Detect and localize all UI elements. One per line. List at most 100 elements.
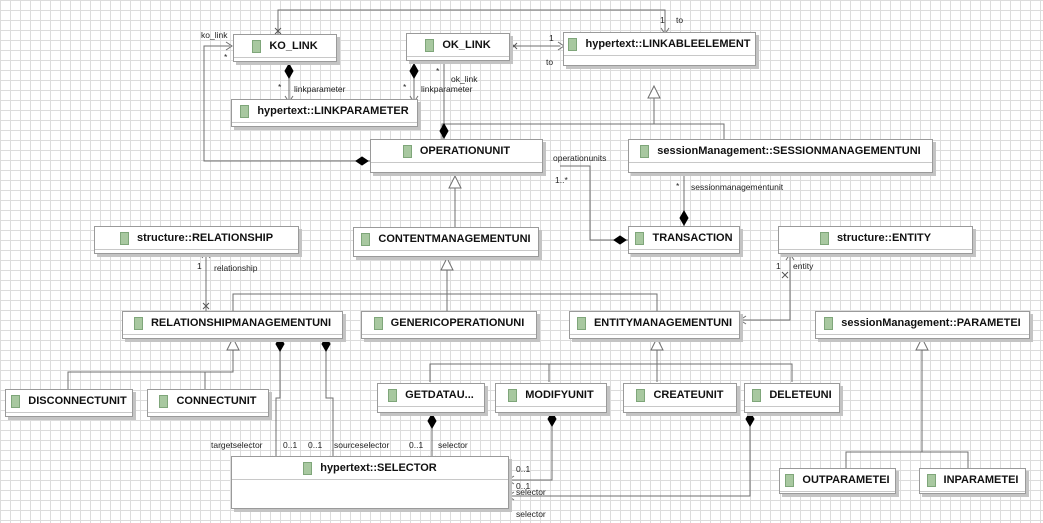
class-icon [752,388,762,402]
label-sourceselector-mult: 0..1 [308,440,323,450]
class-icon [635,231,645,245]
class-icon [303,461,313,475]
class-name: hypertext::LINKABLEELEMENT [585,38,751,50]
class-operationunit[interactable]: OPERATIONUNIT [370,139,543,173]
class-selector[interactable]: hypertext::SELECTOR [231,456,509,509]
ko-link-to-linkable-association [277,9,666,35]
class-icon [568,37,578,51]
delete-selector-composition [510,422,751,497]
composition-diamond-delete [745,410,755,428]
targetselector-composition [275,350,281,460]
composition-diamond-ko-link [284,62,294,80]
x-mark-entitymgmt-b [781,271,789,279]
class-icon [252,39,262,53]
class-ok-link[interactable]: OK_LINK [406,33,510,61]
class-createunit[interactable]: CREATEUNIT [623,383,737,413]
class-name: DISCONNECTUNIT [28,395,127,407]
class-parameter[interactable]: sessionManagement::PARAMETEI [815,311,1030,339]
class-outparameter[interactable]: OUTPARAMETEI [779,468,896,494]
generalization-arrow-relmgmt [226,336,240,351]
class-relationship[interactable]: structure::RELATIONSHIP [94,226,299,254]
class-inparameter[interactable]: INPARAMETEI [919,468,1026,494]
class-name: structure::ENTITY [836,232,932,244]
label-selector-delete-role: selector [516,509,546,519]
label-ok-link-role: ok_link [451,74,478,84]
class-icon [388,388,398,402]
class-linkableelement[interactable]: hypertext::LINKABLEELEMENT [563,32,756,66]
class-contentmanagementunit[interactable]: CONTENTMANAGEMENTUNI [353,227,539,257]
label-to-mult-top: 1 [660,15,665,25]
class-ko-link[interactable]: KO_LINK [233,34,337,62]
label-selector-modify-mult: 0..1 [516,464,531,474]
class-genericoperationunit[interactable]: GENERICOPERATIONUNI [361,311,537,339]
label-ko-link-role: ko_link [201,30,228,40]
generalization-entitymgmt-delete [657,363,793,382]
generalization-arrow-linkable [647,84,661,99]
class-icon [373,316,383,330]
class-name: RELATIONSHIPMANAGEMENTUNI [150,317,332,329]
class-icon [425,38,435,52]
class-icon [361,232,371,246]
class-deleteunit[interactable]: DELETEUNI [744,383,840,413]
class-icon [636,388,646,402]
class-disconnectunit[interactable]: DISCONNECTUNIT [5,389,133,417]
class-name: CONTENTMANAGEMENTUNI [378,233,531,245]
generalization-content-entitymgmt [447,293,658,312]
composition-diamond-getdata [427,412,437,430]
label-entity-role: entity [793,261,814,271]
composition-diamond-operationunit [439,122,449,140]
x-mark-ok-link-b [510,42,518,50]
class-name: CREATEUNIT [653,389,724,401]
class-icon [576,316,586,330]
class-relationshipmanagementunit[interactable]: RELATIONSHIPMANAGEMENTUNI [122,311,343,339]
label-selector-getdata-role: selector [438,440,468,450]
label-to-mult-mid: 1 [549,33,554,43]
sourceselector-composition [325,350,334,460]
class-name: hypertext::SELECTOR [320,462,437,474]
x-mark-ko-link-b [274,27,282,35]
composition-diamond-ok-link-param [409,62,419,80]
modify-selector-composition [510,422,553,481]
composition-diamond-transaction [613,235,627,245]
class-icon [785,473,795,487]
class-entity[interactable]: structure::ENTITY [778,226,973,254]
class-icon [11,394,21,408]
label-targetselector-mult: 0..1 [283,440,298,450]
nav-arrow-entity [785,253,795,261]
class-icon [819,231,829,245]
nav-arrow-entity-left [739,315,747,325]
operationunits-transaction-composition [560,165,628,241]
label-operationunits-mult: 1..* [555,175,568,185]
class-transaction[interactable]: TRANSACTION [628,226,740,254]
class-linkparameter[interactable]: hypertext::LINKPARAMETER [231,99,418,127]
label-sessionmgmt-role: sessionmanagementunit [691,182,784,192]
class-name: ENTITYMANAGEMENTUNI [593,317,733,329]
class-entitymanagementunit[interactable]: ENTITYMANAGEMENTUNI [569,311,740,339]
class-name: sessionManagement::SESSIONMANAGEMENTUNI [657,145,921,157]
class-modifyunit[interactable]: MODIFYUNIT [495,383,607,413]
class-name: GETDATAU... [405,389,474,401]
label-ok-link-mult: * [436,66,440,76]
label-relationship-role: relationship [214,263,258,273]
class-connectunit[interactable]: CONNECTUNIT [147,389,269,417]
composition-diamond-relmgmt-source [321,335,331,353]
nav-arrow-ko-link [225,41,233,51]
class-name: hypertext::LINKPARAMETER [257,105,409,117]
class-name: GENERICOPERATIONUNI [390,317,525,329]
class-name: TRANSACTION [652,232,733,244]
class-icon [508,388,518,402]
entity-association [740,256,791,321]
class-name: structure::RELATIONSHIP [136,232,274,244]
label-to-role-mid: to [546,57,554,67]
generalization-relmgmt-disconnect [67,342,234,392]
class-sessionmanagementunit[interactable]: sessionManagement::SESSIONMANAGEMENTUNI [628,139,933,173]
class-getdataunit[interactable]: GETDATAU... [377,383,485,413]
class-name: sessionManagement::PARAMETEI [841,317,1021,329]
generalization-parameter-in [922,451,969,470]
composition-diamond-relmgmt-target [275,335,285,353]
generalization-linkable-sessionmgmt [654,123,725,140]
class-icon [926,473,936,487]
composition-diamond-modify [547,410,557,428]
class-name: DELETEUNI [769,389,832,401]
